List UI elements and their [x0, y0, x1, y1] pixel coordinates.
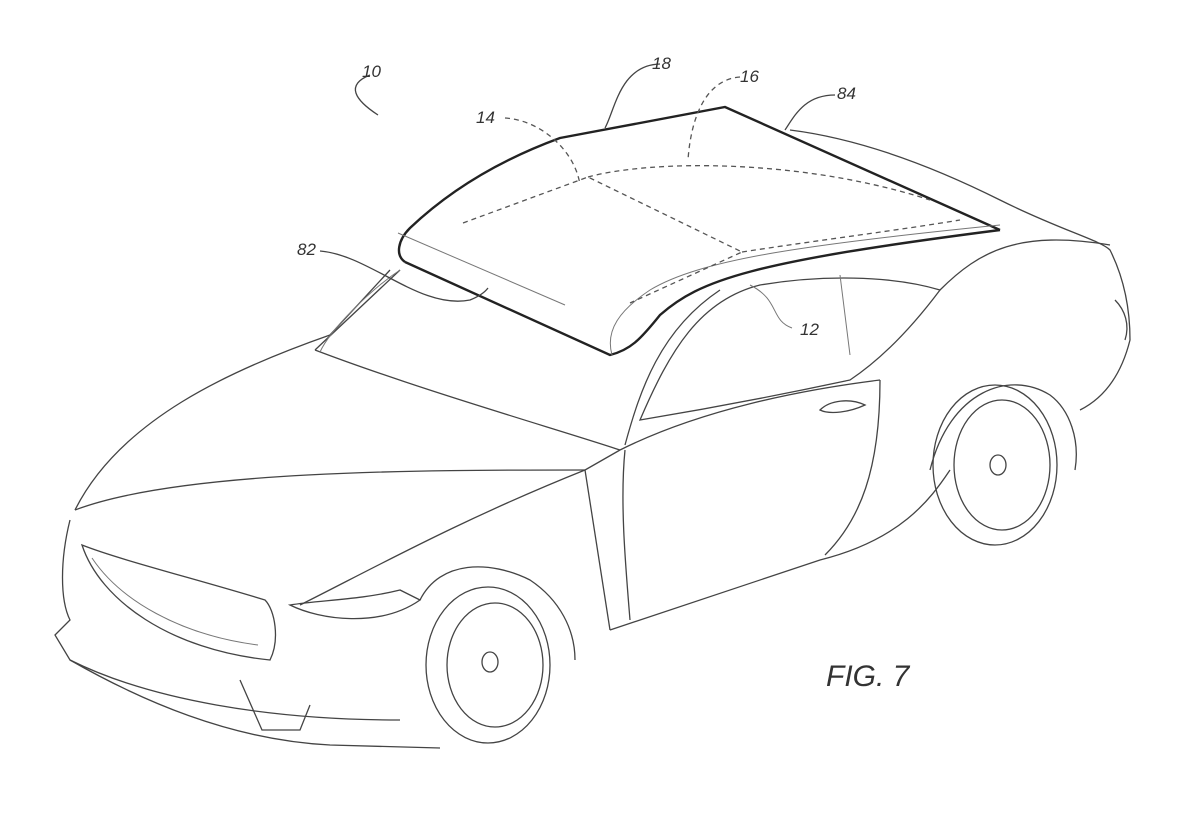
roof-airbag — [397, 105, 1001, 357]
label-18: 18 — [652, 54, 671, 73]
figure-title: FIG. 7 — [826, 660, 910, 693]
leader-lines — [319, 63, 836, 329]
label-12: 12 — [800, 320, 819, 339]
rear-wheel — [932, 384, 1058, 546]
label-16: 16 — [740, 67, 759, 86]
label-10: 10 — [362, 62, 381, 81]
label-84: 84 — [837, 84, 856, 103]
label-82: 82 — [297, 240, 316, 259]
front-wheel — [425, 586, 551, 744]
car-body — [54, 129, 1131, 749]
label-14: 14 — [476, 108, 495, 127]
